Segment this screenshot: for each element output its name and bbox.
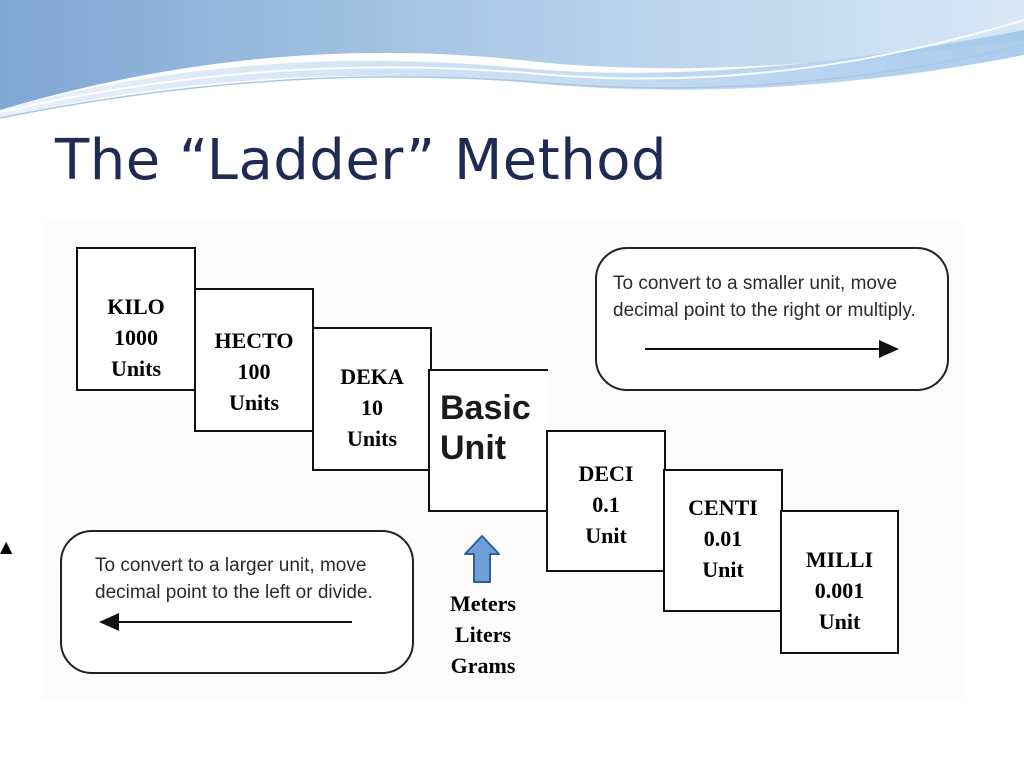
step-prefix: HECTO	[214, 328, 294, 353]
step-unit: Unit	[585, 523, 627, 548]
step-value: 0.1	[592, 492, 620, 517]
left-arrow-icon	[99, 613, 119, 631]
note-smaller-unit	[595, 247, 949, 391]
basic-line1: Basic	[440, 389, 531, 427]
right-arrow-icon	[879, 340, 899, 358]
ladder-step-basic	[428, 369, 548, 512]
example-meters: Meters	[450, 591, 516, 616]
step-value: 1000	[114, 325, 158, 350]
step-prefix: DEKA	[340, 364, 404, 389]
step-unit: Unit	[702, 557, 744, 582]
basic-unit-examples: Meters Liters Grams	[430, 588, 536, 681]
step-value: 100	[237, 359, 271, 384]
ladder-step-deka: DEKA 10 Units	[312, 327, 432, 471]
step-value: 0.01	[703, 526, 743, 551]
example-grams: Grams	[450, 653, 516, 678]
example-liters: Liters	[454, 622, 512, 647]
basic-line2: Unit	[440, 429, 507, 467]
step-value: 10	[361, 395, 383, 420]
basic-unit-label: Basic Unit	[440, 388, 540, 468]
ladder-step-deci: DECI 0.1 Unit	[546, 430, 666, 572]
up-arrow-icon	[464, 535, 500, 583]
ladder-step-centi: CENTI 0.01 Unit	[663, 469, 783, 612]
step-prefix: CENTI	[688, 495, 758, 520]
slide-title: The “Ladder” Method	[55, 128, 668, 193]
step-unit: Units	[110, 356, 162, 381]
step-value: 0.001	[814, 578, 865, 603]
step-unit: Unit	[818, 609, 861, 634]
ladder-step-kilo: KILO 1000 Units	[76, 247, 196, 391]
right-arrow-line	[645, 348, 881, 350]
step-prefix: DECI	[578, 461, 634, 486]
step-unit: Units	[346, 426, 398, 451]
note-larger-text: To convert to a larger unit, move decima…	[95, 555, 373, 603]
step-unit: Units	[228, 390, 280, 415]
step-prefix: KILO	[107, 294, 165, 319]
ladder-step-milli: MILLI 0.001 Unit	[780, 510, 899, 654]
step-prefix: MILLI	[805, 547, 874, 572]
triangle-marker-icon: ▲	[0, 537, 13, 556]
left-arrow-line	[118, 621, 352, 623]
header-swoosh-decoration	[0, 0, 1024, 119]
note-smaller-text: To convert to a smaller unit, move decim…	[613, 273, 916, 321]
note-larger-unit	[60, 530, 414, 674]
ladder-step-hecto: HECTO 100 Units	[194, 288, 314, 432]
